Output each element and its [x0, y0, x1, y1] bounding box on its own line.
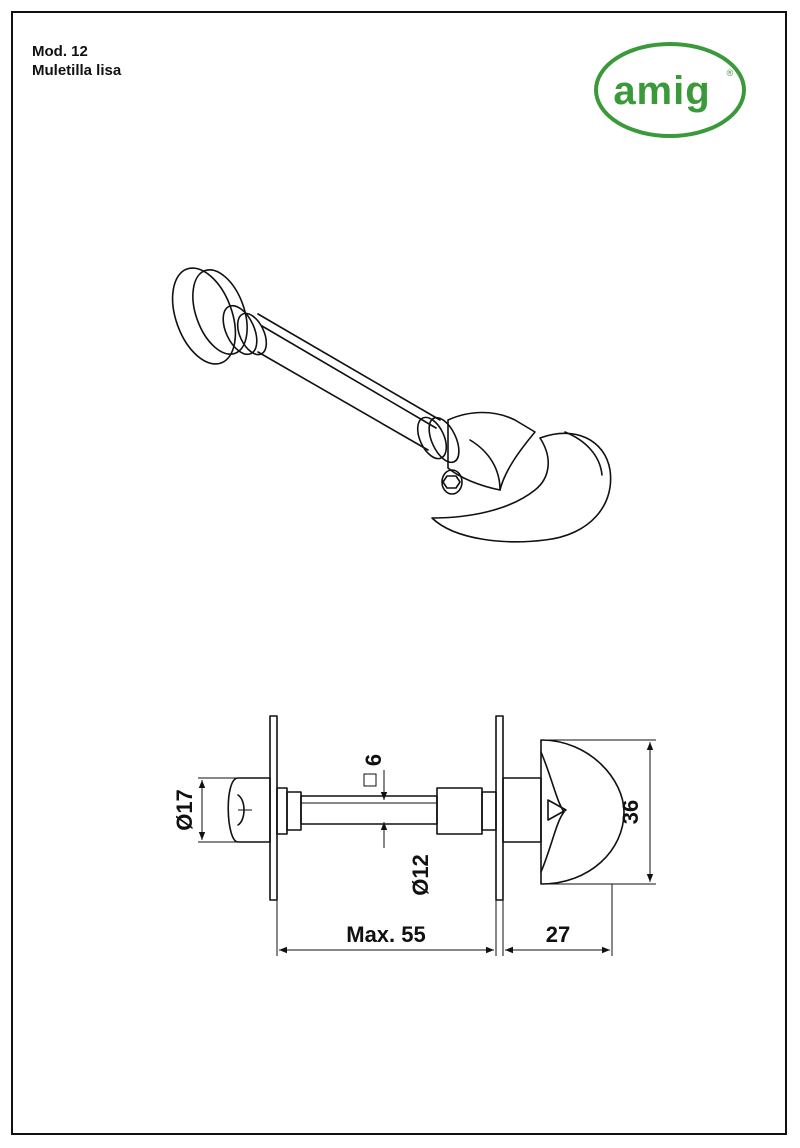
square-symbol	[363, 773, 377, 787]
dim-label-sq6: 6	[361, 754, 386, 766]
logo-registered-mark: ®	[727, 68, 734, 78]
dim-label-d12: Ø12	[408, 854, 433, 896]
hex-socket-inner	[442, 475, 461, 489]
half-moon-lever	[431, 432, 612, 543]
technical-drawing: Ø17 6 Ø12 Max. 55 27 36	[172, 715, 656, 956]
dim-label-36: 36	[618, 800, 643, 824]
lever-profile	[540, 739, 625, 885]
lever-inner	[540, 751, 565, 873]
head-cone	[469, 439, 501, 491]
shaft-bottom-edge	[257, 351, 429, 451]
lever-cone	[547, 799, 567, 821]
left-bushing	[276, 787, 288, 835]
shaft-highlight	[261, 325, 437, 429]
lever-edge	[564, 431, 603, 476]
brand-logo: amig ®	[594, 42, 746, 138]
right-rose	[502, 777, 542, 843]
spindle	[300, 795, 438, 825]
knob-back	[192, 269, 248, 355]
left-rose	[227, 777, 271, 843]
dim-label-max55: Max. 55	[346, 922, 426, 947]
dim-label-d17: Ø17	[172, 789, 197, 831]
model-subtitle: Muletilla lisa	[32, 62, 122, 79]
head-body	[447, 411, 536, 491]
hex-socket-outer	[441, 469, 463, 495]
head-ring-2	[428, 416, 460, 464]
dim-label-27: 27	[546, 922, 570, 947]
knob-face	[171, 267, 237, 365]
door-plate-left	[269, 715, 278, 901]
logo-ellipse	[594, 42, 746, 138]
knob-collar	[222, 304, 258, 356]
door-plate-right	[495, 715, 504, 901]
model-title: Mod. 12	[32, 43, 88, 60]
left-bushing-ring	[286, 791, 302, 831]
logo-text: amig	[613, 69, 710, 113]
shaft-top-edge	[257, 313, 441, 421]
right-bushing	[436, 787, 483, 835]
right-bushing-ring	[481, 791, 497, 831]
product-3d-view	[171, 267, 612, 543]
